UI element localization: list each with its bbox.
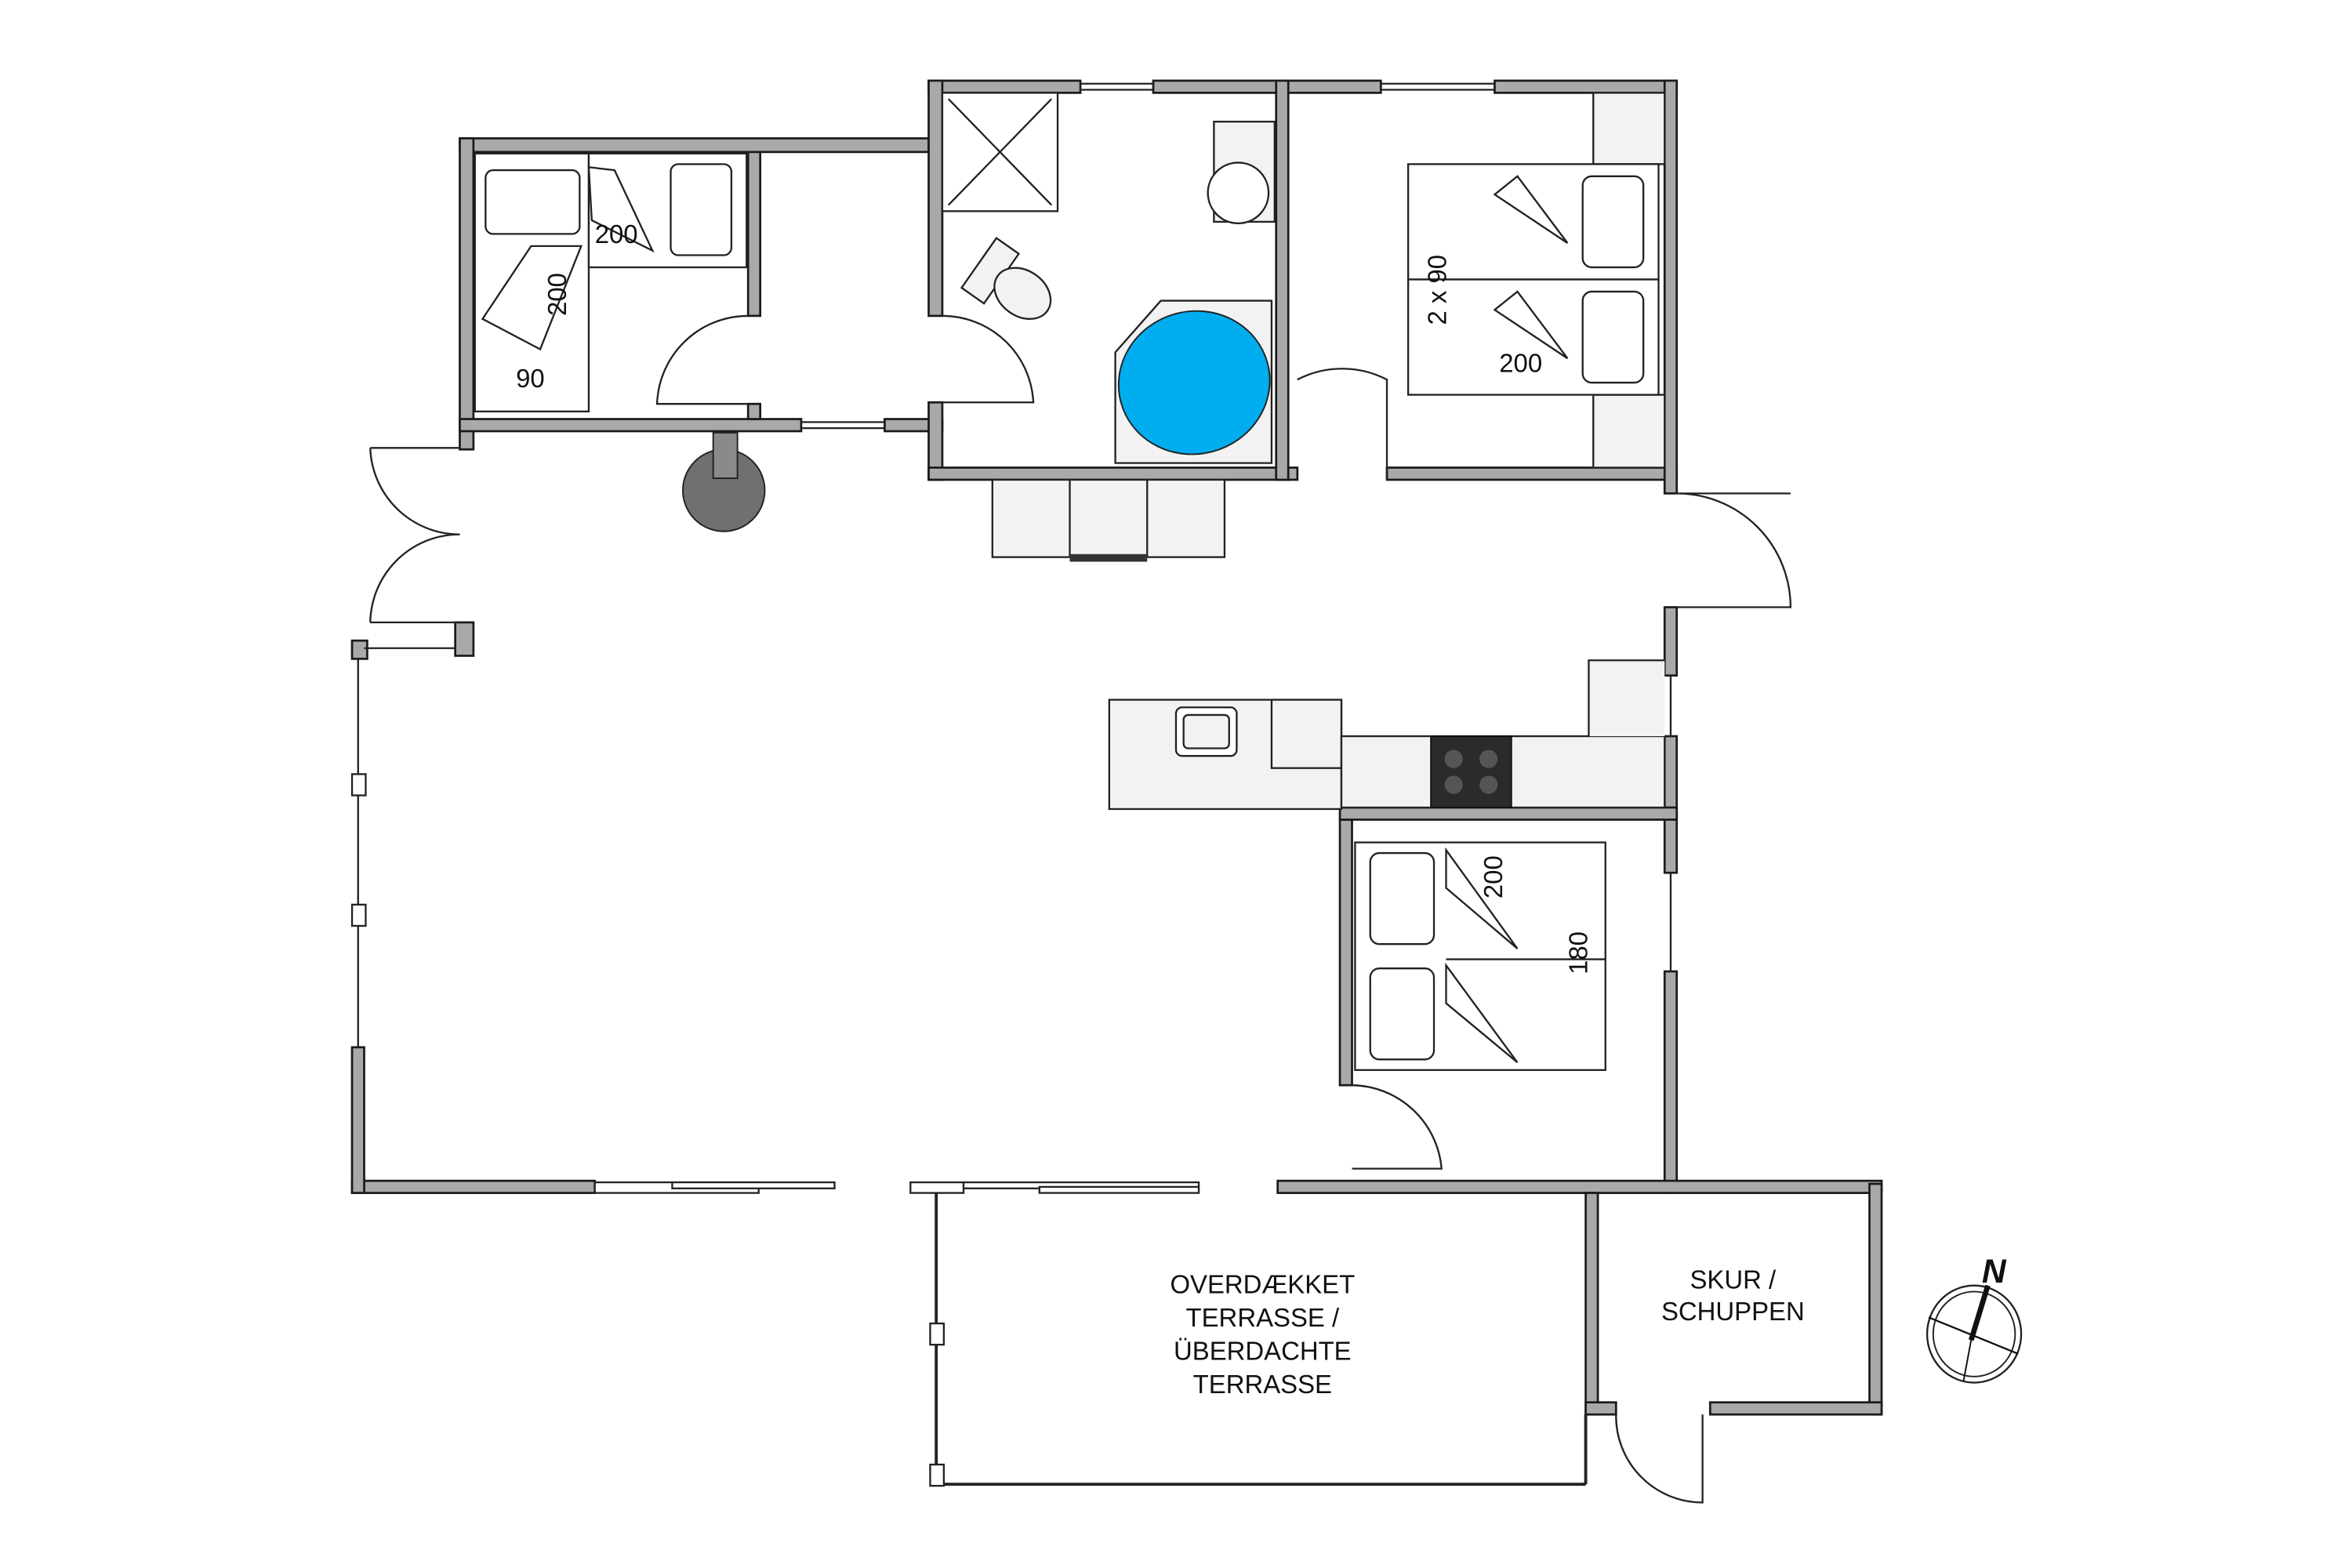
bedroom-2: 2 x 90 200 [1406,92,1666,469]
bedroom2-door [1297,368,1388,480]
toilet [960,237,1052,320]
wood-stove [682,431,766,532]
bed-width-label: 180 [1564,931,1593,975]
svg-text:SCHUPPEN: SCHUPPEN [1661,1297,1805,1326]
svg-text:SKUR /: SKUR / [1690,1265,1777,1294]
bed-length-label: 200 [595,220,638,249]
bathroom [941,92,1276,464]
side-door [1676,492,1792,608]
walls [350,79,1883,1487]
doors [369,314,1792,1504]
svg-text:TERRASSE /: TERRASSE / [1186,1303,1340,1332]
cabinets [991,478,1226,562]
svg-text:TERRASSE: TERRASSE [1193,1370,1332,1399]
bed-width-label: 90 [516,364,545,393]
blanket-fold [587,165,655,253]
bedroom3-door [1352,1084,1443,1170]
bedroom1-door [655,314,749,405]
shed-label: SKUR / SCHUPPEN [1661,1265,1805,1327]
kitchen [1108,659,1666,811]
shed-door [1615,1414,1704,1504]
bed-length-label: 200 [543,273,572,316]
bedroom-1: 200 200 90 [474,152,748,412]
cooktop [1430,735,1512,808]
entry-door-upper [369,447,460,535]
bed-length-label: 200 [1499,349,1542,378]
entry-door-lower [369,533,460,624]
bathroom-door [942,314,1035,404]
bedroom-3: 200 180 [1354,841,1606,1071]
terrace-label: OVERDÆKKET TERRASSE / ÜBERDACHTE TERRASS… [1170,1269,1355,1399]
north-compass-icon: N [1926,1253,2023,1384]
bed-width-label: 2 x 90 [1423,255,1452,325]
bed-length-label: 200 [1479,855,1508,898]
svg-text:ÜBERDACHTE: ÜBERDACHTE [1174,1337,1352,1366]
compass-north-label: N [1982,1253,2007,1290]
svg-text:OVERDÆKKET: OVERDÆKKET [1170,1269,1355,1298]
pillow [670,163,733,256]
blanket-fold [481,245,583,351]
pillow [485,169,581,235]
